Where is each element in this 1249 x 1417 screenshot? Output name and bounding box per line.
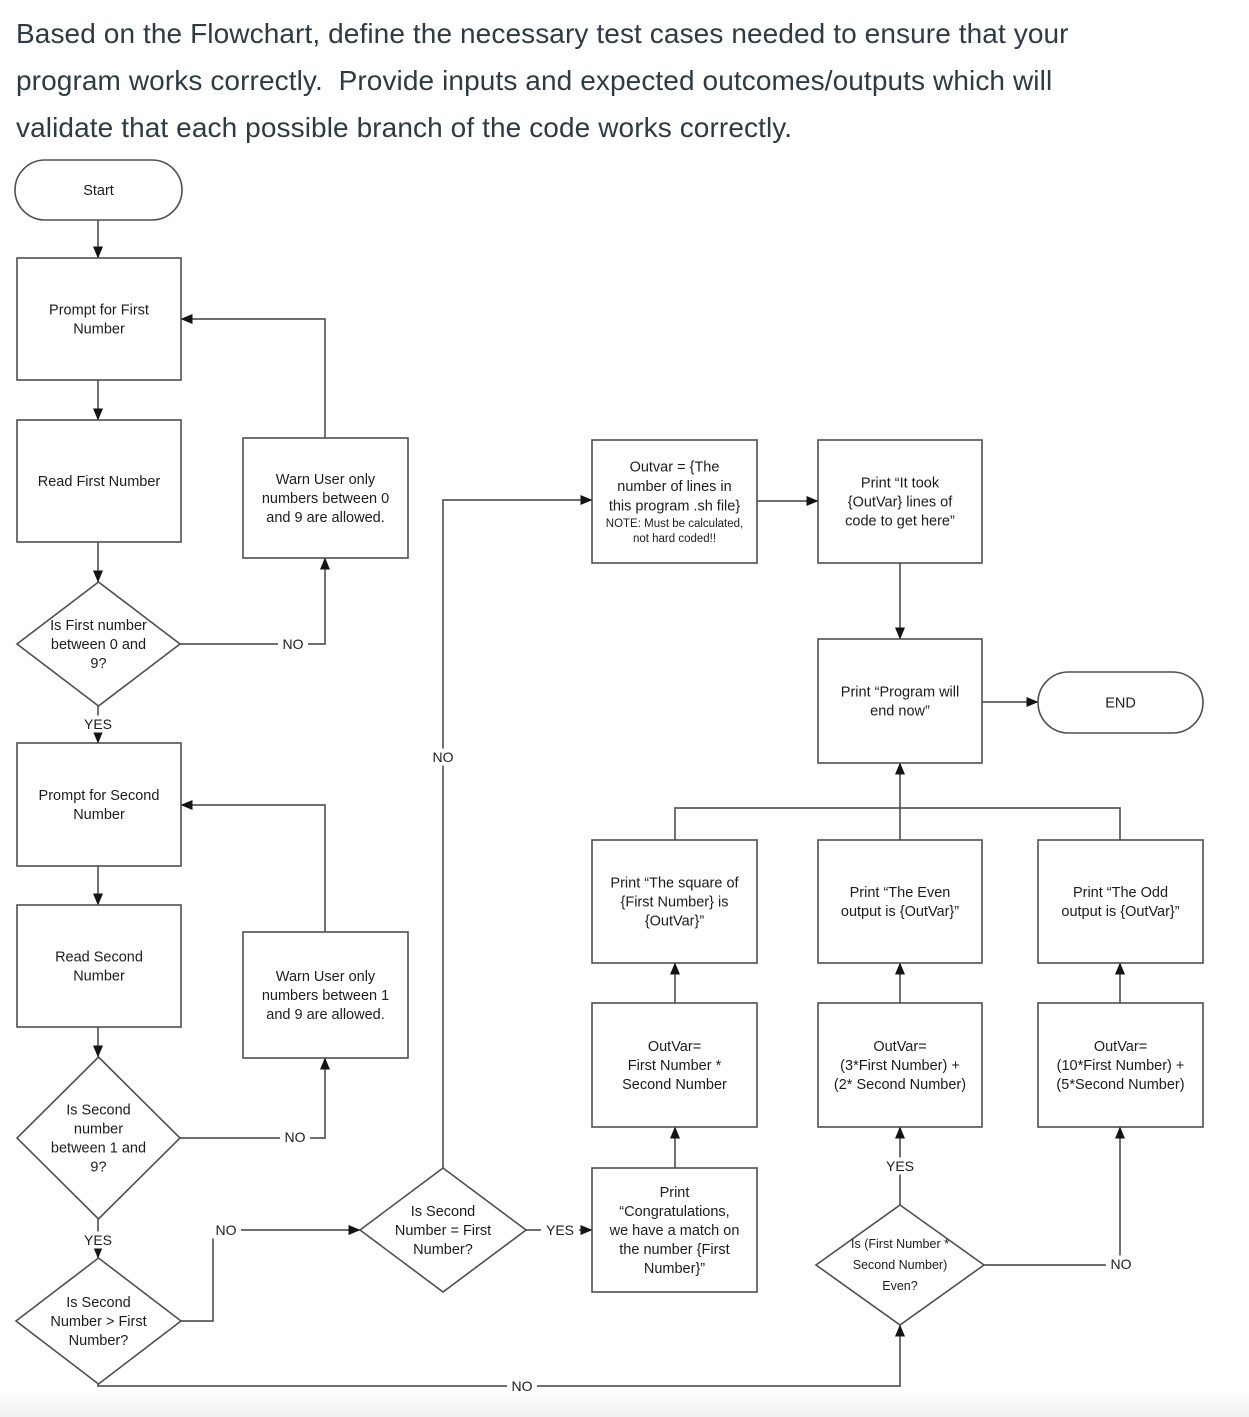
question-text: Based on the Flowchart, define the neces… [16,10,1246,151]
edge-warn-second-to-prompt-second [180,800,326,932]
branch-label-no-5: NO [507,1377,537,1395]
node-outvar-odd: OutVar=(10*First Number) +(5*Second Numb… [1037,1002,1204,1128]
edge-is-second-no-to-warn-second [180,1057,330,1139]
branch-label-no-0: NO [278,635,308,653]
svg-text:NO: NO [285,1129,306,1145]
node-is-product-even: Is (First Number *Second Number)Even? [814,1204,986,1326]
svg-text:OutVar=(3*First Number) +(2* S: OutVar=(3*First Number) +(2* Second Numb… [834,1039,966,1093]
svg-text:END: END [1105,696,1136,712]
edge-is-first-no-to-warn-first [180,557,330,645]
edge-print-odd-to-bus [900,807,1121,840]
svg-text:NO: NO [216,1222,237,1238]
branch-label-yes-1: YES [79,715,117,733]
question-line-3: validate that each possible branch of th… [16,112,793,143]
svg-text:NO: NO [512,1378,533,1394]
branch-label-no-4: NO [211,1221,241,1239]
edge-eq-no-to-outvar-line-count [442,495,593,1168]
svg-text:OutVar=First Number *Second Nu: OutVar=First Number *Second Number [622,1039,727,1093]
svg-text:YES: YES [546,1222,574,1238]
branch-label-yes-8: YES [881,1157,919,1175]
branch-label-yes-7: YES [541,1221,579,1239]
node-outvar-even: OutVar=(3*First Number) +(2* Second Numb… [817,1002,983,1128]
svg-text:Print“Congratulations,we have: Print“Congratulations,we have a match on… [609,1185,740,1277]
svg-text:YES: YES [84,1232,112,1248]
bottom-band [0,1390,1249,1417]
svg-text:NO: NO [1111,1256,1132,1272]
edge-print-square-to-program-end [674,762,905,840]
branch-label-no-9: NO [1106,1255,1136,1273]
svg-text:OutVar=(10*First Number) +(5*S: OutVar=(10*First Number) +(5*Second Numb… [1056,1039,1184,1093]
svg-text:YES: YES [84,716,112,732]
node-print-square: Print “The square of{First Number} is{Ou… [591,839,758,964]
edge-gt-bottom-to-is-even [97,1324,905,1387]
question-line-1: Based on the Flowchart, define the neces… [16,18,1069,49]
node-read-first-number: Read First Number [16,419,182,543]
svg-text:Read First Number: Read First Number [38,474,161,490]
svg-text:NO: NO [283,636,304,652]
node-print-congratulations: Print“Congratulations,we have a match on… [591,1167,758,1293]
svg-text:NOTE: Must be calculated,not h: NOTE: Must be calculated,not hard coded!… [606,518,743,545]
edge-is-even-no-to-outvar-odd [984,1126,1125,1266]
svg-text:Start: Start [83,183,114,199]
svg-text:YES: YES [886,1158,914,1174]
node-start: Start [14,159,183,221]
branch-label-no-6: NO [428,748,458,766]
node-end: END [1037,671,1204,734]
edge-gt-no-to-eq [181,1225,361,1322]
svg-text:Print “The square of{First Num: Print “The square of{First Number} is{Ou… [610,876,739,930]
branch-label-yes-3: YES [79,1231,117,1249]
svg-text:NO: NO [433,749,454,765]
question-line-2: program works correctly. Provide inputs … [16,65,1053,96]
svg-text:Is (First Number *Second Numbe: Is (First Number *Second Number)Even? [851,1237,949,1293]
node-outvar-square: OutVar=First Number *Second Number [591,1002,758,1128]
branch-label-no-2: NO [280,1128,310,1146]
edge-warn-first-to-prompt-first [180,314,326,438]
